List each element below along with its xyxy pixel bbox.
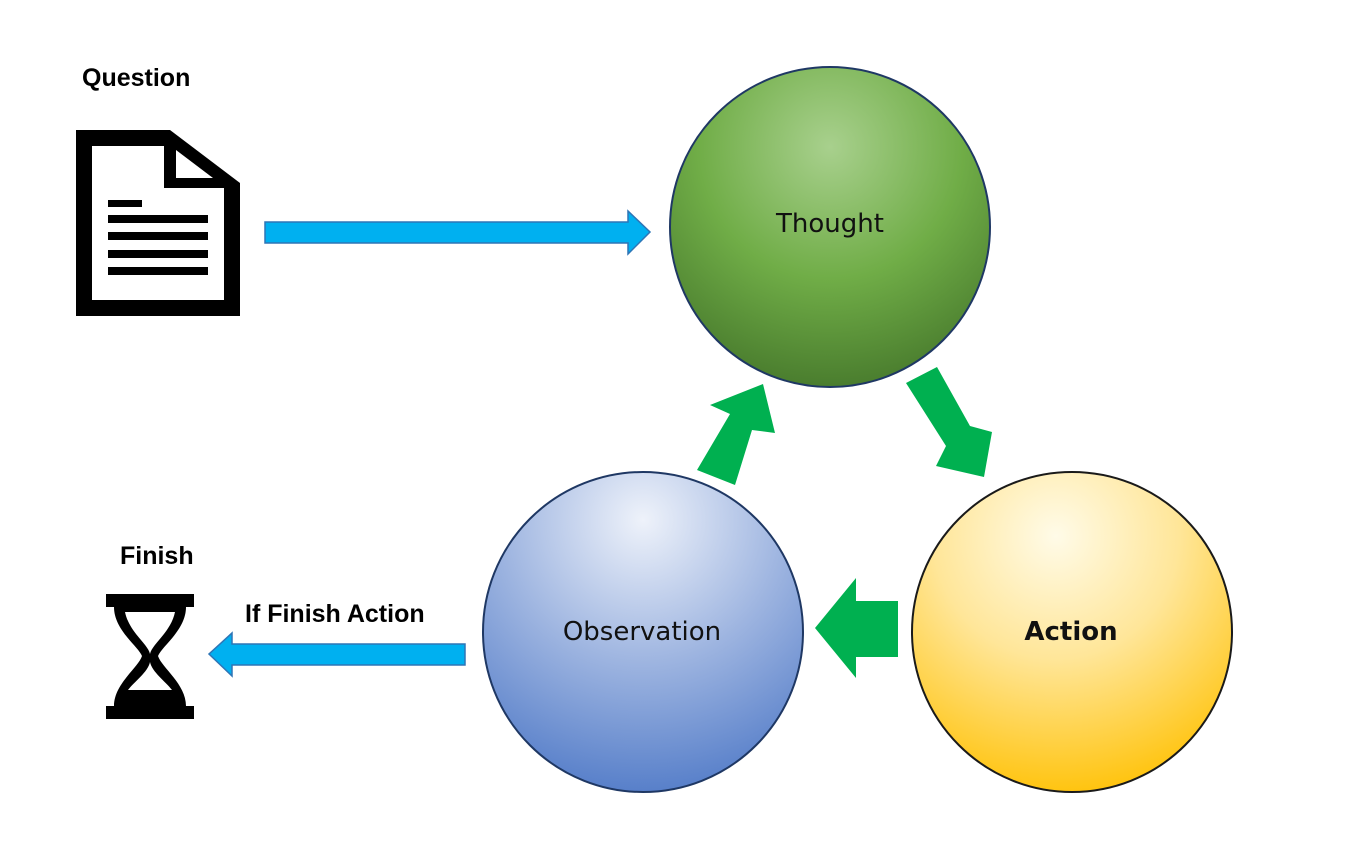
thought-node-label: Thought (776, 209, 884, 239)
action-to-observation-arrow (815, 578, 898, 678)
question-label: Question (82, 64, 191, 92)
observation-node-label: Observation (562, 617, 722, 647)
thought-node (669, 66, 991, 388)
hourglass-icon (106, 594, 194, 719)
observation-to-finish-arrow (207, 631, 466, 678)
if-finish-action-label: If Finish Action (245, 600, 425, 628)
action-node (911, 471, 1233, 793)
observation-node (482, 471, 804, 793)
document-icon (76, 130, 240, 316)
thought-to-action-arrow (906, 367, 992, 477)
action-node-label: Action (1024, 617, 1118, 647)
question-to-thought-arrow (264, 209, 652, 256)
observation-to-thought-arrow (697, 384, 775, 485)
finish-label: Finish (120, 542, 194, 570)
